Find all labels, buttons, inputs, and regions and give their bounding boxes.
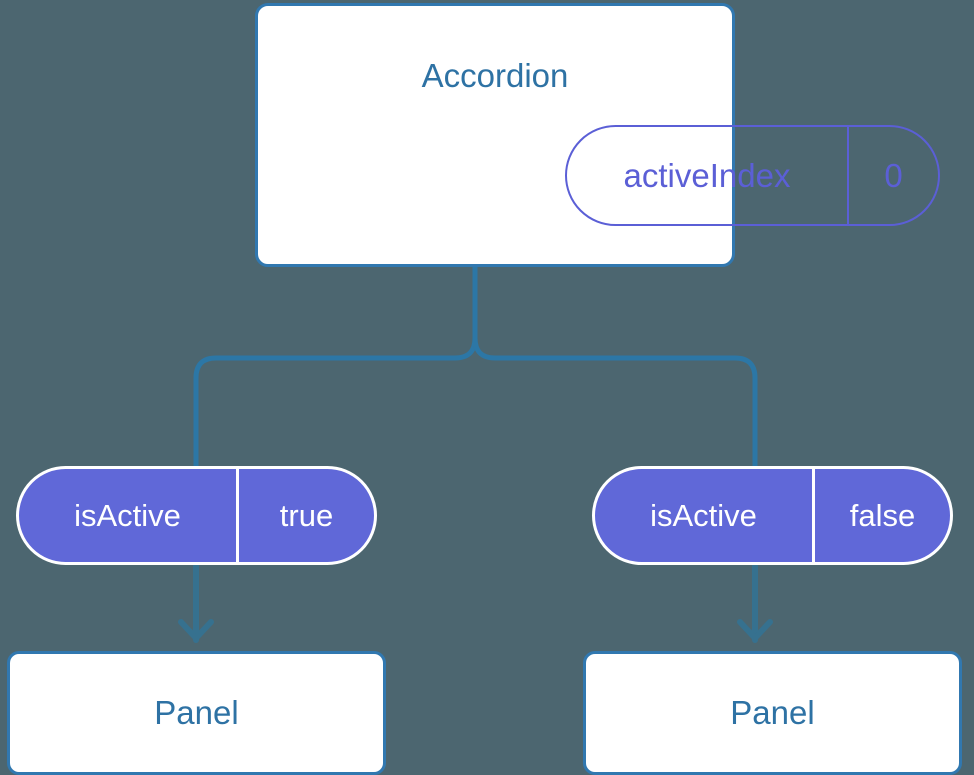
state-key-is-active-right: isActive — [650, 498, 757, 533]
component-card-panel-left[interactable]: Panel — [7, 651, 386, 775]
state-key-is-active-left: isActive — [74, 498, 181, 533]
state-value-active-index: 0 — [847, 127, 938, 224]
component-title-accordion: Accordion — [421, 57, 569, 94]
component-card-panel-right[interactable]: Panel — [583, 651, 962, 775]
component-card-accordion[interactable]: Accordion activeIndex 0 — [255, 3, 940, 267]
component-title-panel-right: Panel — [730, 694, 815, 731]
state-value-is-active-left: true — [236, 469, 374, 562]
component-title-panel-left: Panel — [154, 694, 239, 731]
state-pill-is-active-true[interactable]: isActive true — [16, 466, 377, 565]
connector-branch-left — [193, 264, 478, 470]
arrow-right-pill-to-panel — [737, 563, 773, 643]
state-pill-active-index[interactable]: activeIndex 0 — [565, 125, 940, 226]
connector-branch-right — [472, 264, 758, 470]
arrow-left-pill-to-panel — [178, 563, 214, 643]
state-value-is-active-right: false — [812, 469, 950, 562]
state-pill-is-active-false[interactable]: isActive false — [592, 466, 953, 565]
state-key-active-index: activeIndex — [623, 157, 791, 194]
